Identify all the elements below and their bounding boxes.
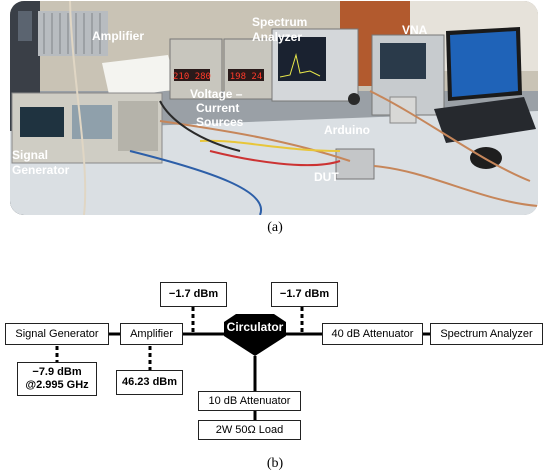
label-voltage-current-1: Voltage –: [190, 87, 243, 101]
power-reading-right: −1.7 dBm: [271, 282, 338, 307]
lab-photo-svg: 210 280 198 24 Amplifier Spectrum Analyz…: [10, 1, 538, 215]
siggen-power-value: −7.9 dBm: [32, 366, 82, 378]
label-arduino: Arduino: [324, 123, 370, 137]
label-signal-generator-1: Signal: [12, 148, 48, 162]
label-dut: DUT: [314, 170, 339, 184]
circulator-shape: [224, 314, 286, 356]
laptop-keyboard: [434, 97, 536, 143]
display-right: 198 24: [230, 72, 263, 82]
label-spectrum-analyzer-1: Spectrum: [252, 15, 307, 29]
siggen-frequency-value: @2.995 GHz: [25, 379, 89, 391]
label-voltage-current-3: Sources: [196, 115, 244, 129]
label-amplifier: Amplifier: [92, 29, 144, 43]
spectrum-analyzer-block: Spectrum Analyzer: [430, 323, 543, 345]
signal-generator-block: Signal Generator: [5, 323, 109, 345]
diagram-connections: [55, 307, 430, 420]
attenuator-40db-block: 40 dB Attenuator: [322, 323, 423, 345]
label-voltage-current-2: Current: [196, 101, 239, 115]
laptop-screen: [450, 31, 518, 97]
caption-b: (b): [266, 456, 284, 471]
label-spectrum-analyzer-2: Analyzer: [252, 30, 302, 44]
label-vna: VNA: [402, 23, 428, 37]
lab-setup-photo: 210 280 198 24 Amplifier Spectrum Analyz…: [10, 1, 538, 215]
block-diagram: Circulator Signal Generator Amplifier 40…: [0, 270, 550, 450]
sig-gen-screen: [20, 107, 64, 137]
paper-sheet: [102, 55, 178, 99]
caption-a: (a): [267, 220, 283, 235]
label-signal-generator-2: Generator: [12, 163, 70, 177]
spectrum-screen: [278, 37, 326, 81]
attenuator-10db-block: 10 dB Attenuator: [198, 391, 301, 411]
amp-power-reading: 46.23 dBm: [116, 370, 183, 395]
circulator-label: Circulator: [226, 320, 284, 334]
siggen-power-reading: −7.9 dBm @2.995 GHz: [17, 362, 97, 396]
amplifier-block: Amplifier: [120, 323, 183, 345]
display-left: 210 280: [173, 72, 211, 82]
cables: [69, 1, 538, 215]
dut-device: [335, 148, 375, 180]
load-block: 2W 50Ω Load: [198, 420, 301, 440]
power-reading-left: −1.7 dBm: [160, 282, 227, 307]
